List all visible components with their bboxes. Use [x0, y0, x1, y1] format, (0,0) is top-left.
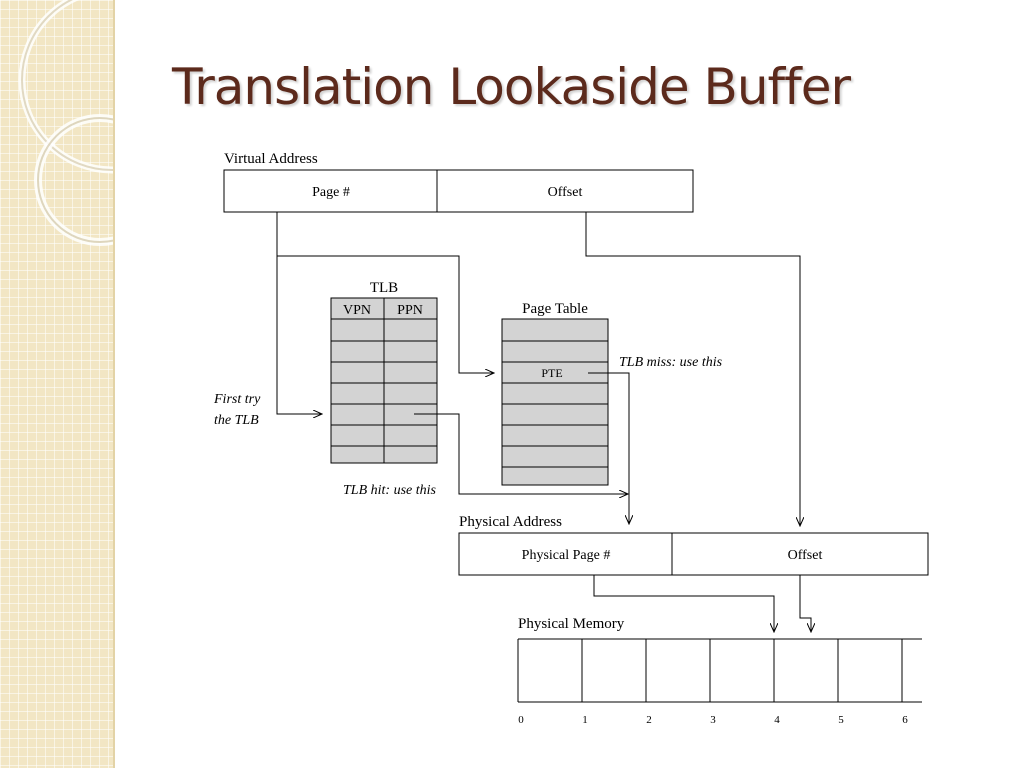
physical-memory: Physical Memory 0 1 2 3 4 5 6: [517, 616, 922, 726]
frame-number-4: 4: [774, 714, 780, 726]
frame-number-5: 5: [838, 714, 844, 726]
physical-memory-label: Physical Memory: [518, 616, 625, 632]
virtual-address-block: Virtual Address Page # Offset: [223, 151, 694, 213]
tlb-ppn-header: PPN: [397, 303, 423, 318]
page-table-label: Page Table: [522, 301, 588, 317]
decorative-circles: [18, 0, 113, 246]
tlb-label: TLB: [370, 280, 398, 296]
physical-address-block: Physical Address Physical Page # Offset: [458, 514, 929, 576]
frame-number-0: 0: [518, 714, 524, 726]
tlb-table: TLB VPN PPN: [330, 280, 438, 464]
frame-number-3: 3: [710, 714, 716, 726]
frame-number-6: 6: [902, 714, 908, 726]
tlb-hit-annotation: TLB hit: use this: [343, 483, 437, 498]
physical-page-field: Physical Page #: [522, 548, 611, 563]
sidebar-edge: [113, 0, 115, 768]
pte-entry: PTE: [541, 366, 562, 380]
slide-title: Translation Lookaside Buffer: [172, 58, 851, 116]
virtual-offset-field: Offset: [548, 185, 583, 200]
decorative-sidebar: [0, 0, 113, 768]
virtual-address-box: [223, 169, 694, 213]
physical-address-label: Physical Address: [459, 514, 562, 530]
physical-address-box: [458, 532, 929, 576]
tlb-vpn-header: VPN: [343, 303, 371, 318]
virtual-address-label: Virtual Address: [224, 151, 318, 167]
virtual-page-field: Page #: [312, 185, 350, 200]
frame-number-2: 2: [646, 714, 652, 726]
first-try-annotation-line1: First try: [213, 392, 261, 407]
frame-number-1: 1: [582, 714, 588, 726]
first-try-annotation-line2: the TLB: [214, 413, 259, 428]
page-table: Page Table PTE: [501, 301, 609, 486]
diagram-arrows: [276, 212, 811, 632]
physical-offset-field: Offset: [788, 548, 823, 563]
tlb-miss-annotation: TLB miss: use this: [619, 355, 723, 370]
